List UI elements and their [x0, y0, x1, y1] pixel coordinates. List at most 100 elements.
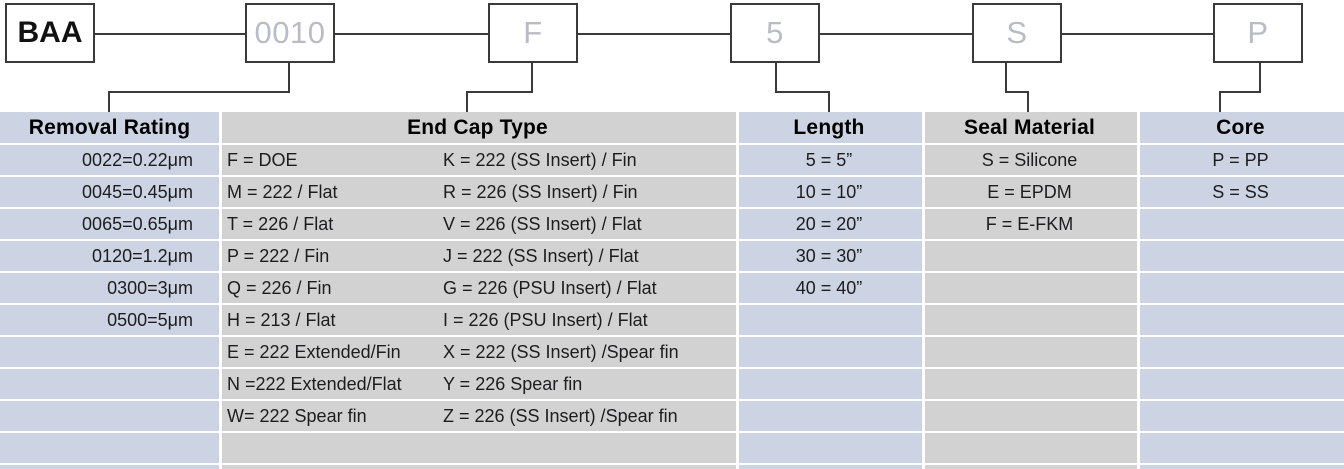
code-box-core[interactable]: P — [1213, 3, 1303, 63]
connector-core — [1219, 63, 1261, 112]
filler-cell — [736, 337, 922, 369]
column-end-cap-type — [219, 112, 736, 469]
option-cell[interactable]: P = PP — [1137, 145, 1344, 177]
column-separator-4 — [1137, 112, 1140, 469]
filler-cell — [219, 433, 435, 465]
option-cell[interactable]: V = 226 (SS Insert) / Flat — [435, 209, 736, 241]
filler-cell — [1137, 273, 1344, 305]
option-cell[interactable]: G = 226 (PSU Insert) / Flat — [435, 273, 736, 305]
column-separator-2 — [736, 112, 739, 469]
filler-cell — [1137, 305, 1344, 337]
connector-rule-4 — [820, 33, 972, 35]
option-cell[interactable]: S = Silicone — [922, 145, 1137, 177]
column-header: Core — [1137, 112, 1344, 145]
column-header: Length — [736, 112, 922, 145]
connector-rule-5 — [1062, 33, 1213, 35]
option-cell[interactable]: H = 213 / Flat — [219, 305, 435, 337]
connector-seal-material — [1005, 63, 1029, 112]
option-cell[interactable]: 0500=5μm — [0, 305, 219, 337]
filler-cell — [922, 433, 1137, 465]
filler-cell — [736, 433, 922, 465]
column-separator-3 — [922, 112, 925, 469]
code-box-series[interactable]: BAA — [5, 3, 95, 63]
option-cell[interactable]: 0300=3μm — [0, 273, 219, 305]
option-cell[interactable]: 0065=0.65μm — [0, 209, 219, 241]
option-cell[interactable]: 5 = 5” — [736, 145, 922, 177]
code-box-removal-rating[interactable]: 0010 — [245, 3, 335, 63]
option-cell[interactable]: M = 222 / Flat — [219, 177, 435, 209]
code-box-end-cap-type[interactable]: F — [488, 3, 578, 63]
column-core — [1137, 112, 1344, 469]
option-cell[interactable]: K = 222 (SS Insert) / Fin — [435, 145, 736, 177]
option-cell[interactable]: Q = 226 / Fin — [219, 273, 435, 305]
option-cell[interactable]: X = 222 (SS Insert) /Spear fin — [435, 337, 736, 369]
filler-cell — [922, 401, 1137, 433]
connector-end-cap-type — [466, 63, 533, 112]
option-cell[interactable]: T = 226 / Flat — [219, 209, 435, 241]
filler-cell — [922, 305, 1137, 337]
column-header: End Cap Type — [219, 112, 736, 145]
filler-cell — [736, 369, 922, 401]
filler-cell — [1137, 337, 1344, 369]
option-cell[interactable]: I = 226 (PSU Insert) / Flat — [435, 305, 736, 337]
option-cell[interactable]: R = 226 (SS Insert) / Fin — [435, 177, 736, 209]
option-cell[interactable]: 0120=1.2μm — [0, 241, 219, 273]
option-cell[interactable]: Z = 226 (SS Insert) /Spear fin — [435, 401, 736, 433]
option-cell[interactable]: W= 222 Spear fin — [219, 401, 435, 433]
option-cell[interactable]: E = EPDM — [922, 177, 1137, 209]
column-length — [736, 112, 922, 469]
filler-cell — [922, 337, 1137, 369]
option-cell[interactable]: Y = 226 Spear fin — [435, 369, 736, 401]
option-cell[interactable]: J = 222 (SS Insert) / Flat — [435, 241, 736, 273]
filler-cell — [922, 241, 1137, 273]
option-cell[interactable]: 20 = 20” — [736, 209, 922, 241]
filler-cell — [0, 433, 219, 465]
column-seal-material — [922, 112, 1137, 469]
option-cell[interactable]: 10 = 10” — [736, 177, 922, 209]
option-cell[interactable]: F = E-FKM — [922, 209, 1137, 241]
option-cell[interactable]: F = DOE — [219, 145, 435, 177]
filler-cell — [1137, 401, 1344, 433]
option-cell[interactable]: 30 = 30” — [736, 241, 922, 273]
option-cell[interactable]: 40 = 40” — [736, 273, 922, 305]
connector-length — [775, 63, 830, 112]
option-cell[interactable]: P = 222 / Fin — [219, 241, 435, 273]
table-row — [219, 433, 736, 465]
connector-removal-rating — [108, 63, 290, 112]
option-cell[interactable]: 0045=0.45μm — [0, 177, 219, 209]
filler-cell — [0, 401, 219, 433]
filler-cell — [736, 305, 922, 337]
filler-cell — [736, 401, 922, 433]
filler-cell — [1137, 209, 1344, 241]
filler-cell — [0, 369, 219, 401]
column-removal-rating — [0, 112, 219, 469]
filler-cell — [922, 273, 1137, 305]
connector-rule-1 — [95, 33, 245, 35]
option-cell[interactable]: N =222 Extended/Flat — [219, 369, 435, 401]
filler-cell — [922, 369, 1137, 401]
option-cell[interactable]: S = SS — [1137, 177, 1344, 209]
option-cell[interactable]: 0022=0.22μm — [0, 145, 219, 177]
column-header: Removal Rating — [0, 112, 219, 145]
filler-cell — [1137, 369, 1344, 401]
code-box-seal-material[interactable]: S — [972, 3, 1062, 63]
filler-cell — [1137, 433, 1344, 465]
option-cell[interactable]: E = 222 Extended/Fin — [219, 337, 435, 369]
code-box-length[interactable]: 5 — [730, 3, 820, 63]
filler-cell — [1137, 241, 1344, 273]
